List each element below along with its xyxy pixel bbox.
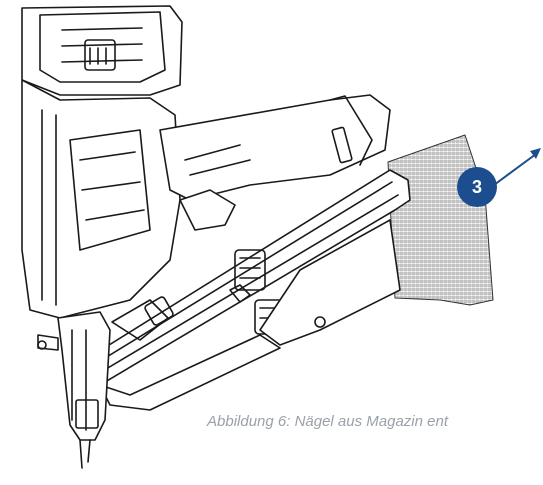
tool-body — [21, 79, 181, 319]
nail-strip — [387, 134, 494, 306]
callout-number-badge: 3 — [457, 167, 497, 207]
handle — [159, 94, 391, 201]
callout-arrow — [493, 148, 541, 186]
trigger — [179, 189, 236, 231]
figure-caption: Abbildung 6: Nägel aus Magazin ent — [207, 413, 448, 430]
nose-piece — [57, 311, 111, 441]
